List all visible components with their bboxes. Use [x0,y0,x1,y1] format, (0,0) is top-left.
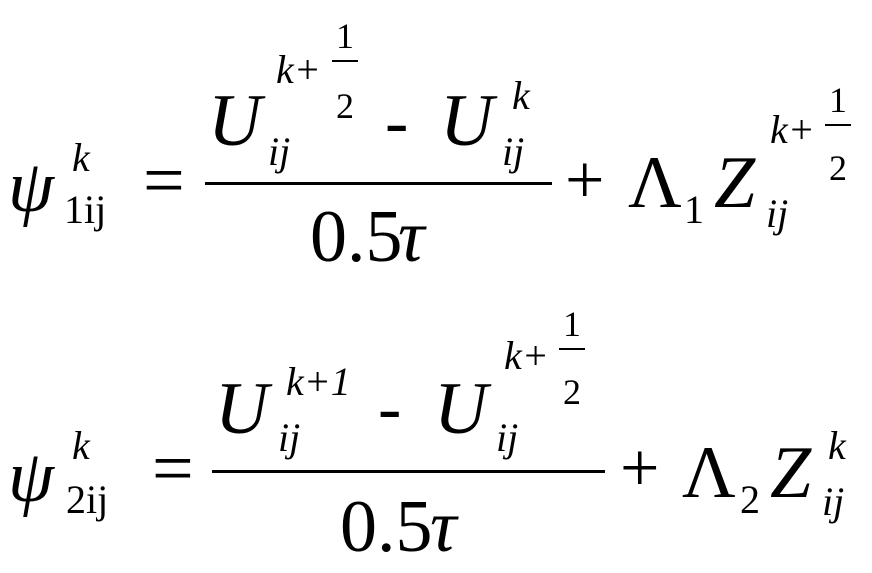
plus-sign: + [565,142,605,219]
sup-frac-num: 1 [563,304,581,344]
lambda-symbol: Λ [682,432,736,514]
psi-symbol: ψ [8,436,54,518]
psi-symbol: ψ [8,146,54,228]
psi-superscript: k [72,423,90,468]
tau-symbol: τ [398,196,425,278]
minus-sign: - [385,84,409,161]
lambda-subscript: 1 [684,187,704,232]
u-symbol: U [440,80,494,162]
z-subscript: ij [766,191,789,236]
z-superscript: k [828,423,846,468]
denominator-number: 0.5 [340,486,433,568]
lambda-symbol: Λ [628,142,682,224]
sup-frac-den: 2 [336,86,354,126]
sup-frac-rule [332,60,358,62]
u-superscript: k+ [276,47,321,92]
psi-subscript-digit: 1ij [64,187,107,232]
u-superscript: k [512,73,530,118]
sup-frac-rule [559,348,585,350]
sup-frac-rule [825,124,851,126]
tau-symbol: τ [430,486,457,568]
fraction-bar [212,470,605,473]
z-superscript: k+ [770,107,815,152]
plus-sign: + [620,430,660,507]
u-symbol: U [434,368,488,450]
u-subscript: ij [496,415,519,460]
denominator-number: 0.5 [310,196,403,278]
psi-subscript-digit: 2ij [66,477,109,522]
sup-frac-den: 2 [829,148,847,188]
u-subscript: ij [502,129,525,174]
u-symbol: U [208,80,262,162]
psi-superscript: k [72,135,90,180]
u-symbol: U [215,368,269,450]
u-subscript: ij [278,415,301,460]
z-symbol: Z [770,432,812,514]
u-superscript: k+ [504,333,549,378]
minus-sign: - [378,370,402,447]
lambda-subscript: 2 [740,477,760,522]
equals-sign: = [143,140,185,222]
u-superscript: k+1 [286,359,351,404]
sup-frac-num: 1 [829,80,847,120]
fraction-bar [205,182,552,185]
sup-frac-den: 2 [563,372,581,412]
z-subscript: ij [822,479,845,524]
u-subscript: ij [268,129,291,174]
z-symbol: Z [714,142,756,224]
sup-frac-num: 1 [336,16,354,56]
equals-sign: = [152,428,194,510]
